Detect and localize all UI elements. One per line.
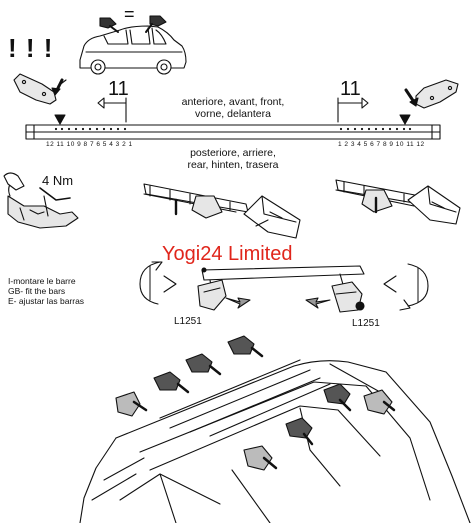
clamp-foot-icon [115,391,148,417]
foot-clamp-right [331,281,365,313]
clamp-foot-icon [363,389,396,415]
warning-sign: ! ! ! [8,33,54,63]
scale-left: 12 11 10 9 8 7 6 5 4 3 2 1 [46,141,133,148]
hand-icon [323,383,352,412]
arrow-icon [51,87,61,96]
equals-sign: = [124,4,135,24]
car-icon [79,25,187,75]
front-label: anteriore, avant, front, vorne, delanter… [168,96,298,120]
pointer-triangle-icon [399,114,411,125]
instruction-es: E- ajustar las barras [8,296,85,307]
foot-clamp-left [197,279,227,311]
front-label-line1: anteriore, avant, front, [181,96,285,108]
instruction-it: I-montare le barre [8,276,76,286]
hand-icon [99,17,119,33]
hand-icon [3,172,25,191]
mounting-detail-left [143,183,301,239]
rear-label-line2: rear, hinten, trasera [187,159,279,172]
rear-label-line1: posteriore, arriere, [190,147,276,159]
mark-left-label: 11 [108,78,129,100]
arrow-icon [404,88,416,104]
clamp-foot-icon [243,445,278,471]
part-left-label: L1251 [174,316,202,327]
arrow-icon [225,297,251,309]
mounting-detail-right [335,179,461,225]
hand-icon [153,371,190,394]
roof-foot-right-icon [415,79,459,109]
crossbar [25,124,441,140]
rear-label: posteriore, arriere, rear, hinten, trase… [168,147,298,171]
scale-right: 1 2 3 4 5 6 7 8 9 10 11 12 [338,141,425,148]
hand-icon [185,353,222,376]
torque-label: 4 Nm [42,173,74,188]
part-right-label: L1251 [352,318,380,329]
pointer-triangle-icon [54,114,66,125]
roof-bar [201,265,365,293]
front-label-line2: vorne, delantera [195,108,271,121]
torque-detail [7,179,79,229]
mark-right-label: 11 [340,78,361,100]
mark-arrow-right [337,97,369,123]
car-roof [79,359,471,523]
crossbar-holes [54,127,412,131]
hand-icon [227,335,264,358]
arrow-icon [409,97,419,107]
instructions: I-montare le barre GB- fit the bars E- a… [8,276,84,307]
rotate-arrow-right-icon [383,263,429,311]
rotate-arrow-left-icon [139,261,177,305]
hand-icon [145,15,167,33]
arrow-icon [305,297,331,309]
instruction-gb: GB- fit the bars [8,286,66,297]
hand-icon [285,417,314,446]
watermark: Yogi24 Limited [162,243,293,265]
mark-arrow-left [97,97,127,123]
